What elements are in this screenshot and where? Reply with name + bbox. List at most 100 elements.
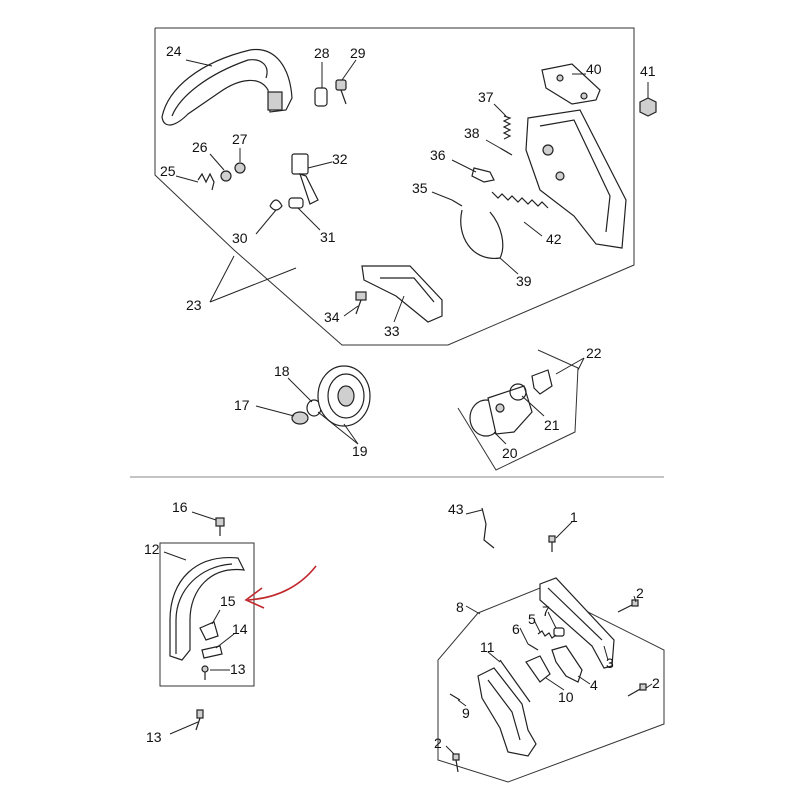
callout-17: 17 [234,397,250,413]
callout-27: 27 [232,131,248,147]
part-14-plate [201,645,223,659]
part-2-screw-c [452,753,460,773]
leader-38 [485,139,501,149]
leader-2a [633,595,637,603]
leader-23b [209,267,297,303]
leader-22b [577,357,585,371]
leader-5 [533,619,541,633]
leader-11 [487,651,501,663]
callout-16: 16 [172,499,188,515]
part-28-pin [314,87,328,107]
callout-30: 30 [232,230,248,246]
part-39-brake-band [460,209,504,259]
leader-19a [317,411,359,445]
leader-26 [209,153,225,171]
part-12-handlebar [169,557,246,661]
leader-4 [577,675,591,685]
part-41-nut [639,97,657,117]
leader-19b [343,423,359,445]
part-33-guide [361,265,443,323]
callout-20: 20 [502,445,518,461]
part-rear-handle-body [477,667,537,757]
part-5-spring [537,630,557,639]
leader-15 [211,609,221,625]
leader-21 [521,395,545,417]
leader-29 [341,59,357,81]
leader-7 [547,611,557,629]
group-top-parts [161,48,657,323]
part-36-lever [471,167,495,183]
part-2-screw-a [617,599,639,613]
part-17-washer [291,411,309,425]
callout-1: 1 [570,509,578,525]
leader-14 [215,633,235,649]
callout-4: 4 [590,677,598,693]
leader-23a [209,255,235,303]
part-20-clutch [469,385,533,437]
callout-13-loose: 13 [146,729,162,745]
part-29-screw [335,79,347,105]
callout-41: 41 [640,63,656,79]
leader-16 [191,511,217,521]
part-15-clamp [199,621,219,641]
callout-5: 5 [528,611,536,627]
callout-2-right: 2 [652,675,660,691]
callout-32: 32 [332,151,348,167]
callout-42: 42 [546,231,562,247]
part-26-nut [220,170,232,182]
callout-12: 12 [144,541,160,557]
callout-28: 28 [314,45,330,61]
callout-31: 31 [320,229,336,245]
callout-33: 33 [384,323,400,339]
callout-40: 40 [586,61,602,77]
callout-43: 43 [448,501,464,517]
callout-38: 38 [464,125,480,141]
callout-34: 34 [324,309,340,325]
part-13-screw-a [201,665,209,680]
leader-24 [185,59,213,67]
part-9-pin [449,693,461,701]
callout-21: 21 [544,417,560,433]
highlight-arrow [244,565,317,609]
leader-35 [431,191,453,201]
part-12-handlebar-inner [175,563,233,654]
callout-39: 39 [516,273,532,289]
callout-7: 7 [542,603,550,619]
boundary-sprocket-assembly [457,349,579,471]
leader-18 [287,377,313,403]
callout-2-bottom: 2 [434,735,442,751]
callout-11: 11 [480,639,495,655]
highlight-arrow-head [244,587,265,609]
part-43-bracket [481,507,495,549]
leader-32 [307,161,333,169]
leader-30 [255,209,277,235]
part-19-sprocket-drum [317,365,371,427]
leader-33 [393,295,405,323]
callout-8: 8 [456,599,464,615]
part-40-bracket [541,63,601,105]
group-callout-labels: 24 28 29 40 41 37 38 26 27 32 36 25 35 3… [144,43,660,751]
part-35-pin [451,199,463,207]
callout-24: 24 [166,43,182,59]
boundary-top-assembly [154,27,635,346]
group-rear-handle-parts [449,507,647,773]
callout-13-box: 13 [230,661,246,677]
leader-22a [555,357,585,375]
leader-1 [555,521,573,539]
leader-20 [493,431,507,445]
group-leader-lines [163,59,653,755]
callout-14: 14 [232,621,248,637]
part-37-spring [502,115,512,140]
callout-15: 15 [220,593,236,609]
part-25-spring [197,172,215,191]
leader-12 [163,551,187,561]
part-27-nut [234,162,246,174]
callout-3: 3 [606,655,614,671]
leader-9 [457,699,467,707]
callout-18: 18 [274,363,290,379]
part-22-clutch-shoe [531,369,553,395]
leader-39 [499,257,519,275]
part-11-rod [499,659,531,703]
part-16-screw [215,517,225,536]
